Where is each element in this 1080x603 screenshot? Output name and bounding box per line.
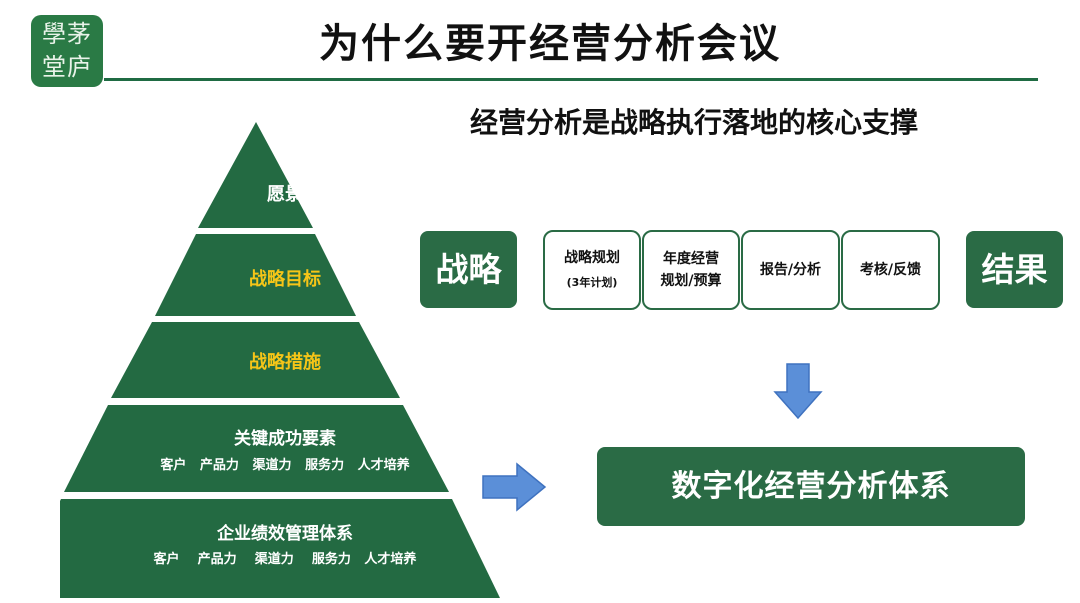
pyramid-level-key-success-factors: 关键成功要素 <box>234 429 336 449</box>
page-title: 为什么要开经营分析会议 <box>319 21 781 67</box>
step-assessment-feedback: 考核/反馈 <box>841 230 940 310</box>
step-2-label-2: 规划/预算 <box>660 273 722 289</box>
pyramid-level-2-shape <box>155 234 356 316</box>
digital-analysis-system-box: 数字化经营分析体系 <box>597 447 1025 526</box>
step-1-label: 战略规划 <box>564 250 620 266</box>
arrow-down-icon <box>773 363 823 420</box>
pyramid-level-4-detail: 客户 产品力 渠道力 服务力 人才培养 <box>160 458 410 473</box>
pyramid-shape <box>60 122 500 598</box>
logo-line-2: 堂庐 <box>42 53 92 81</box>
step-strategic-planning: 战略规划 (3年计划) <box>543 230 641 310</box>
pyramid-level-5-detail: 客户 产品力 渠道力 服务力 人才培养 <box>153 552 417 567</box>
pyramid-level-vision: 愿景 <box>267 184 303 205</box>
pyramid-diagram: 愿景 战略目标 战略措施 关键成功要素 客户 产品力 渠道力 服务力 人才培养 … <box>60 120 510 600</box>
pyramid-level-5-shape <box>60 499 500 598</box>
step-3-label: 报告/分析 <box>759 262 822 278</box>
pyramid-level-4-shape <box>64 405 449 492</box>
pyramid-level-performance-system: 企业绩效管理体系 <box>217 524 353 544</box>
step-1-sub: (3年计划) <box>566 276 618 289</box>
result-box: 结果 <box>966 231 1063 308</box>
step-report-analysis: 报告/分析 <box>741 230 840 310</box>
step-4-label: 考核/反馈 <box>859 262 922 278</box>
step-annual-planning: 年度经营 规划/预算 <box>642 230 740 310</box>
pyramid-level-strategic-goals: 战略目标 <box>249 269 321 290</box>
logo: 學茅 堂庐 <box>31 15 103 87</box>
pyramid-level-1-shape <box>198 122 313 228</box>
arrow-right-icon <box>482 462 547 512</box>
subtitle: 经营分析是战略执行落地的核心支撑 <box>470 106 919 139</box>
step-2-label-1: 年度经营 <box>663 251 719 267</box>
pyramid-level-strategic-measures: 战略措施 <box>249 352 321 373</box>
title-divider <box>104 78 1038 81</box>
strategy-box: 战略 <box>420 231 517 308</box>
logo-line-1: 學茅 <box>42 20 92 48</box>
pyramid-level-3-shape <box>111 322 400 398</box>
